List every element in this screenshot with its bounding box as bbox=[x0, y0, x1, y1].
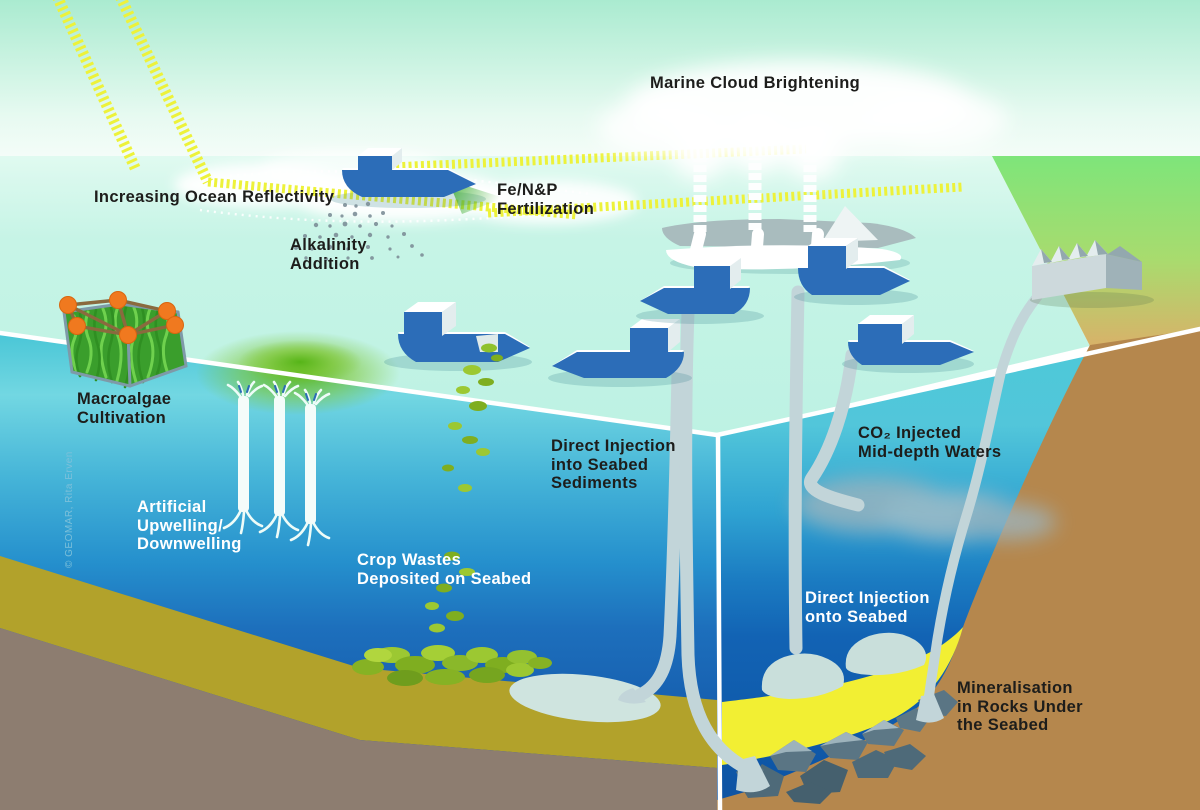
seabed-sediment-left bbox=[0, 556, 717, 768]
alkalinity-spray bbox=[294, 201, 424, 261]
co2-seabed-blobs bbox=[761, 632, 927, 699]
crop-waste-pile bbox=[352, 645, 552, 686]
sky bbox=[0, 0, 1200, 162]
label-marine-cloud-brightening: Marine Cloud Brightening bbox=[650, 74, 861, 92]
crop-waste-fall bbox=[425, 343, 503, 633]
upwelling-pipes-icon bbox=[222, 380, 331, 547]
pipe-to-sediment-blob bbox=[633, 365, 685, 702]
label-direct-injection-onto-seabed: Direct Injection onto Seabed bbox=[805, 589, 930, 626]
factory-icon bbox=[1030, 240, 1154, 308]
pipe-to-mid-depth bbox=[804, 348, 865, 512]
ship-crop-waste-icon bbox=[384, 302, 532, 633]
label-alkalinity-addition: Alkalinity Addition bbox=[290, 236, 367, 273]
label-direct-injection-into-seabed-sediments: Direct Injection into Seabed Sediments bbox=[551, 437, 676, 492]
yellow-sediment bbox=[722, 627, 963, 765]
ship-deep-injection-icon bbox=[636, 258, 764, 324]
copyright-credit: © GEOMAR, Rita Erven bbox=[64, 451, 75, 568]
plankton-bloom bbox=[196, 331, 400, 415]
label-mineralisation-in-rocks: Mineralisation in Rocks Under the Seabed bbox=[957, 679, 1083, 734]
label-crop-wastes-deposited: Crop Wastes Deposited on Seabed bbox=[357, 551, 532, 588]
cliff-rock bbox=[717, 329, 1200, 810]
cloud-brightening-vessel-icon bbox=[598, 61, 1007, 274]
seabed-rock-left bbox=[0, 628, 717, 810]
label-macroalgae-cultivation: Macroalgae Cultivation bbox=[77, 390, 172, 427]
sun-rays-icon bbox=[52, 0, 964, 220]
label-artificial-upwelling-downwelling: Artificial Upwelling/ Downwelling bbox=[137, 498, 242, 553]
pipe-from-factory bbox=[923, 291, 1043, 709]
ship-seabed-injection-icon bbox=[794, 238, 918, 305]
buoys bbox=[59, 291, 184, 344]
sediment-injection-blob bbox=[509, 673, 661, 723]
label-increasing-ocean-reflectivity: Increasing Ocean Reflectivity bbox=[94, 188, 335, 206]
label-fe-n-p-fertilization: Fe/N&P Fertilization bbox=[497, 181, 595, 218]
ship-mid-depth-injection-icon bbox=[842, 315, 974, 373]
mist-cloud bbox=[598, 61, 1007, 180]
pipe-to-seabed-blob bbox=[788, 285, 805, 655]
label-co2-injected-mid-depth: CO₂ Injected Mid-depth Waters bbox=[858, 424, 1002, 461]
pipe-nozzles bbox=[618, 688, 944, 793]
injection-pipes bbox=[633, 285, 1043, 775]
pipe-to-rocks-left bbox=[679, 305, 753, 775]
macroalgae-cage-icon bbox=[59, 291, 188, 389]
ship-alkalinity-icon bbox=[294, 148, 504, 261]
co2-mid-depth-cloud bbox=[794, 477, 1056, 541]
ship-sediment-injection-icon bbox=[548, 319, 692, 387]
